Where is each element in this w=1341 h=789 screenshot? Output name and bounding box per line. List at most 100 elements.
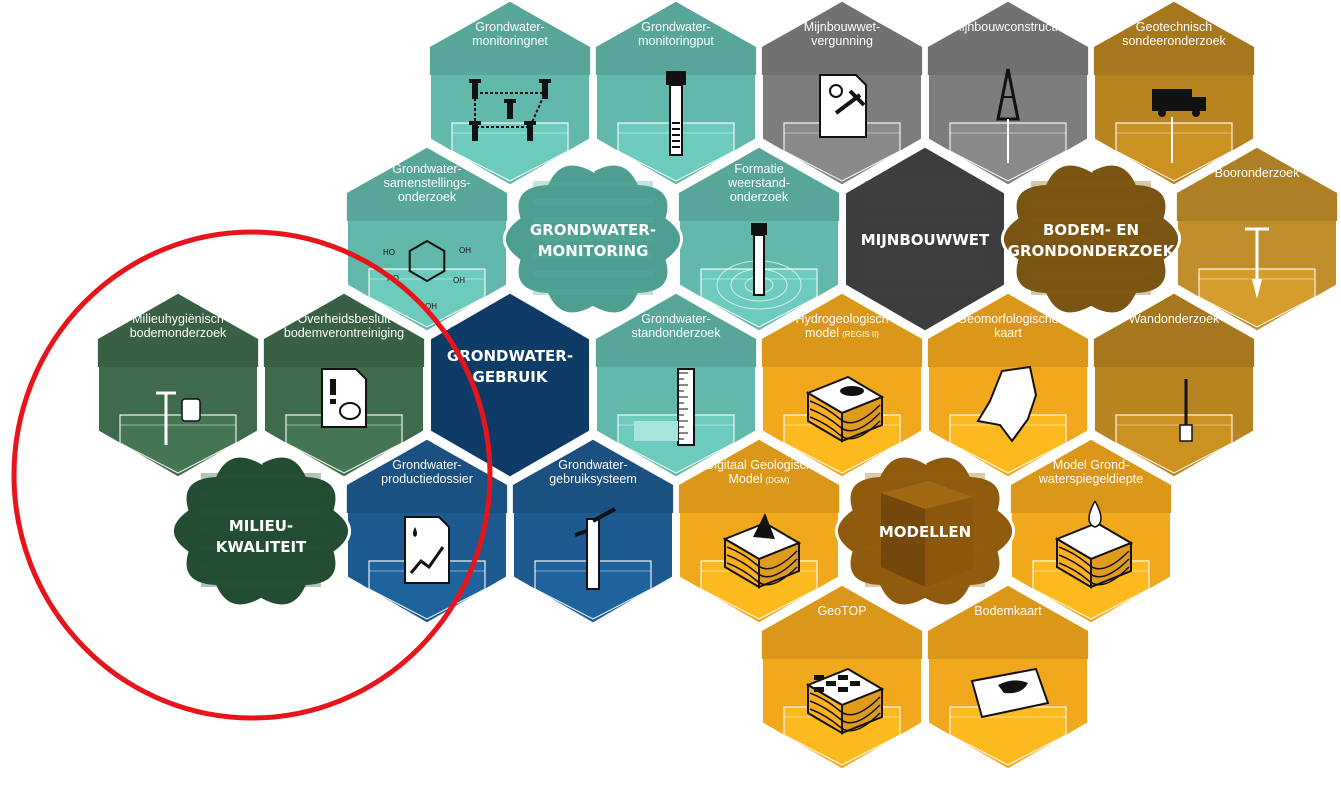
category-label: GRONDWATER- <box>447 347 573 365</box>
pollution-document-icon <box>321 368 367 428</box>
tile-mijnbouwwet-vergunning: Mijnbouwwet-vergunning <box>760 0 924 188</box>
soil-profile-icon <box>451 122 569 182</box>
tile-label: Grondwater- <box>475 20 544 34</box>
category-label: MODELLEN <box>879 523 971 541</box>
water-pump-icon <box>574 507 616 590</box>
category-gw-gebruik: GRONDWATER- GEBRUIK <box>428 290 592 480</box>
tile-label: Grondwater- <box>558 458 627 472</box>
soil-profile-icon <box>285 414 403 474</box>
tile-label: standonderzoek <box>632 326 722 340</box>
tile-label: Grondwater- <box>392 162 461 176</box>
tile-label: Geomorfologische <box>957 312 1058 326</box>
svg-text:HO: HO <box>383 248 395 257</box>
soil-profile-icon <box>949 706 1067 766</box>
tile-label: Grondwater- <box>392 458 461 472</box>
tile-bodemkaart: Bodemkaart <box>926 582 1090 772</box>
tile-label: Wandonderzoek <box>1129 312 1220 326</box>
soil-profile-icon <box>700 268 818 328</box>
category-shape <box>843 144 1007 334</box>
tile-mijnbouwconstructie: Mijnbouwconstructie <box>926 0 1090 188</box>
resistance-probe-icon <box>716 223 802 310</box>
soil-profile-icon <box>119 414 237 474</box>
tile-label: Mijnbouwconstructie <box>951 20 1064 34</box>
tile-label: weerstand- <box>727 176 790 190</box>
netherlands-map-icon <box>976 365 1038 443</box>
category-label: MIJNBOUWWET <box>861 231 990 249</box>
geological-block-icon <box>722 513 802 589</box>
soil-profile-icon <box>783 122 901 182</box>
drilling-rig-icon <box>996 68 1020 163</box>
tile-label: Milieuhygiënisch <box>132 312 224 326</box>
tile-wandonderzoek: Wandonderzoek <box>1092 290 1256 480</box>
geological-block-icon <box>1054 500 1134 589</box>
tile-label: onderzoek <box>730 190 789 204</box>
category-label: GRONDONDERZOEK <box>1008 242 1176 260</box>
category-shape <box>428 290 592 480</box>
auger-icon <box>1245 227 1269 299</box>
tile-label: monitoringnet <box>472 34 548 48</box>
sounding-truck-icon <box>1152 89 1206 163</box>
production-chart-document-icon <box>404 516 450 584</box>
tile-label: onderzoek <box>398 190 457 204</box>
tile-sublabel: (DGM) <box>766 476 790 485</box>
category-gw-monitoring: GRONDWATER-MONITORING <box>502 162 684 316</box>
category-shape <box>170 454 352 608</box>
tile-gw-gebruiksysteem: Grondwater-gebruiksysteem <box>511 436 675 626</box>
tile-label: Digitaal Geologisch <box>705 458 813 472</box>
tile-label: samenstellings- <box>384 176 471 190</box>
category-milieu: MILIEU- KWALITEIT <box>170 454 352 608</box>
tile-label: bodemverontreiniging <box>284 326 404 340</box>
permit-document-icon <box>819 74 867 138</box>
category-label: GEBRUIK <box>473 368 549 386</box>
soil-profile-icon <box>1115 122 1233 182</box>
category-label: KWALITEIT <box>216 538 307 556</box>
svg-text:OH: OH <box>459 246 471 255</box>
tile-label: monitoringput <box>638 34 714 48</box>
tile-gw-standonderzoek: Grondwater-standonderzoek <box>594 290 758 480</box>
tile-label: productiedossier <box>381 472 473 486</box>
tile-gw-monitoringput: Grondwater-monitoringput <box>594 0 758 188</box>
tile-label: Bodemkaart <box>974 604 1042 618</box>
category-bodem: BODEM- EN GRONDONDERZOEK <box>1000 162 1182 316</box>
soil-map-icon <box>970 667 1050 719</box>
tile-geotop: GeoTOP <box>760 582 924 772</box>
tile-label: model(REGIS II) <box>805 326 879 340</box>
svg-text:OH: OH <box>453 276 465 285</box>
tile-label: Grondwater- <box>641 20 710 34</box>
category-label: BODEM- EN <box>1043 221 1139 239</box>
monitoring-network-icon <box>469 79 551 141</box>
tile-label: Hydrogeologisch <box>795 312 888 326</box>
category-modellen: MODELLEN <box>834 454 1016 608</box>
water-level-gauge-icon <box>634 368 695 446</box>
voxel-model-icon <box>805 667 885 735</box>
tile-label: GeoTOP <box>817 604 866 618</box>
tile-label: waterspiegeldiepte <box>1038 472 1143 486</box>
highlight-circle <box>11 229 493 721</box>
tile-label: Grondwater- <box>641 312 710 326</box>
tile-label: Mijnbouwwet- <box>804 20 880 34</box>
tile-booronderzoek: Booronderzoek <box>1175 144 1339 334</box>
tile-label: Model(DGM) <box>728 472 789 486</box>
monitoring-well-icon <box>666 71 686 156</box>
tile-label: gebruiksysteem <box>549 472 637 486</box>
tile-label: Formatie <box>734 162 783 176</box>
tile-label: Model Grond- <box>1053 458 1129 472</box>
tile-label: Overheidsbesluit <box>297 312 391 326</box>
soil-profile-icon <box>949 414 1067 474</box>
geological-block-icon <box>805 375 885 443</box>
category-shape <box>502 162 684 316</box>
spade-icon <box>1179 379 1193 442</box>
tile-label: sondeeronderzoek <box>1122 34 1226 48</box>
tile-gw-monitoringnet: Grondwater-monitoringnet <box>428 0 592 188</box>
category-label: MILIEU- <box>229 517 293 535</box>
category-label: MONITORING <box>538 242 649 260</box>
tile-label: vergunning <box>811 34 873 48</box>
